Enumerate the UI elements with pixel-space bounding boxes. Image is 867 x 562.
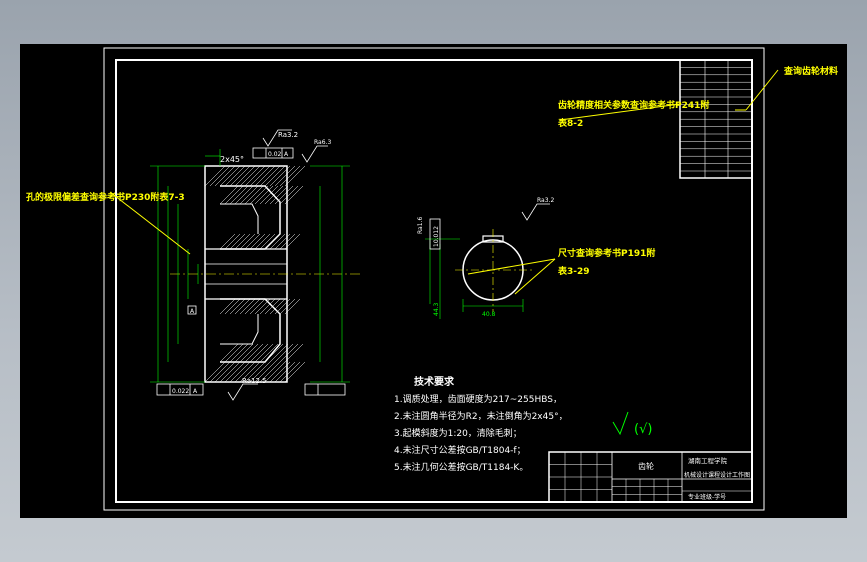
roughness-right: Ra6.3 bbox=[314, 139, 331, 146]
annotation-dimension-1: 尺寸查询参考书P191附 bbox=[558, 247, 655, 259]
title-major: 专业班级-学号 bbox=[688, 493, 726, 501]
datum-label: A bbox=[190, 308, 195, 315]
title-course: 机械设计课程设计工作图 bbox=[684, 471, 750, 479]
roughness-bottom: Ra12.5 bbox=[242, 377, 267, 385]
annotation-hole-deviation: 孔的极限偏差查询参考书P230附表7-3 bbox=[26, 191, 185, 203]
gear-section-view bbox=[150, 129, 360, 401]
check-mark-label: (√) bbox=[634, 422, 652, 437]
leader-lines bbox=[109, 69, 779, 295]
cad-drawing: 2x45° Ra3.2 Ra12.5 Ra6.3 Ra3.2 Ra1.6 A 0… bbox=[26, 47, 838, 511]
tech-req-line: 1.调质处理，齿面硬度为217~255HBS， bbox=[394, 393, 562, 405]
roughness-top: Ra3.2 bbox=[278, 131, 298, 139]
roughness-key: Ra3.2 bbox=[537, 197, 554, 204]
annotation-dimension-2: 表3-29 bbox=[557, 265, 590, 277]
drawing-canvas: 2x45° Ra3.2 Ra12.5 Ra6.3 Ra3.2 Ra1.6 A 0… bbox=[20, 44, 847, 518]
tech-req-line: 5.未注几何公差按GB/T1184-K。 bbox=[394, 461, 528, 473]
tol-top-b: A bbox=[284, 151, 289, 158]
tech-req-line: 4.未注尺寸公差按GB/T1804-f； bbox=[394, 444, 526, 456]
parameter-table bbox=[679, 59, 753, 179]
key-depth: 44.3 bbox=[433, 302, 440, 316]
inner-border bbox=[115, 59, 753, 503]
outer-border bbox=[103, 47, 765, 511]
key-dim: 10.012 bbox=[433, 226, 440, 247]
title-school: 湖南工程学院 bbox=[688, 456, 728, 465]
tech-req-line: 2.未注圆角半径为R2，未注倒角为2x45°， bbox=[394, 410, 568, 422]
keyway-view bbox=[425, 203, 550, 319]
title-part-name: 齿轮 bbox=[638, 461, 654, 471]
tol-bottom-a: 0.022 bbox=[172, 388, 189, 395]
tech-req-line: 3.起模斜度为1:20，清除毛刺； bbox=[394, 427, 522, 439]
check-symbol bbox=[612, 411, 629, 436]
annotation-precision-2: 表8-2 bbox=[557, 117, 583, 129]
annotation-material: 查询齿轮材料 bbox=[783, 65, 838, 77]
title-block bbox=[548, 451, 753, 503]
tol-top-a: 0.02 bbox=[268, 151, 282, 158]
tech-req-title: 技术要求 bbox=[414, 375, 455, 388]
bore-dim: 40.8 bbox=[482, 311, 496, 318]
chamfer-label: 2x45° bbox=[220, 155, 244, 164]
roughness-bore: Ra1.6 bbox=[417, 217, 424, 234]
tol-bottom-b: A bbox=[193, 388, 198, 395]
annotation-precision-1: 齿轮精度相关参数查询参考书P241附 bbox=[558, 99, 709, 111]
